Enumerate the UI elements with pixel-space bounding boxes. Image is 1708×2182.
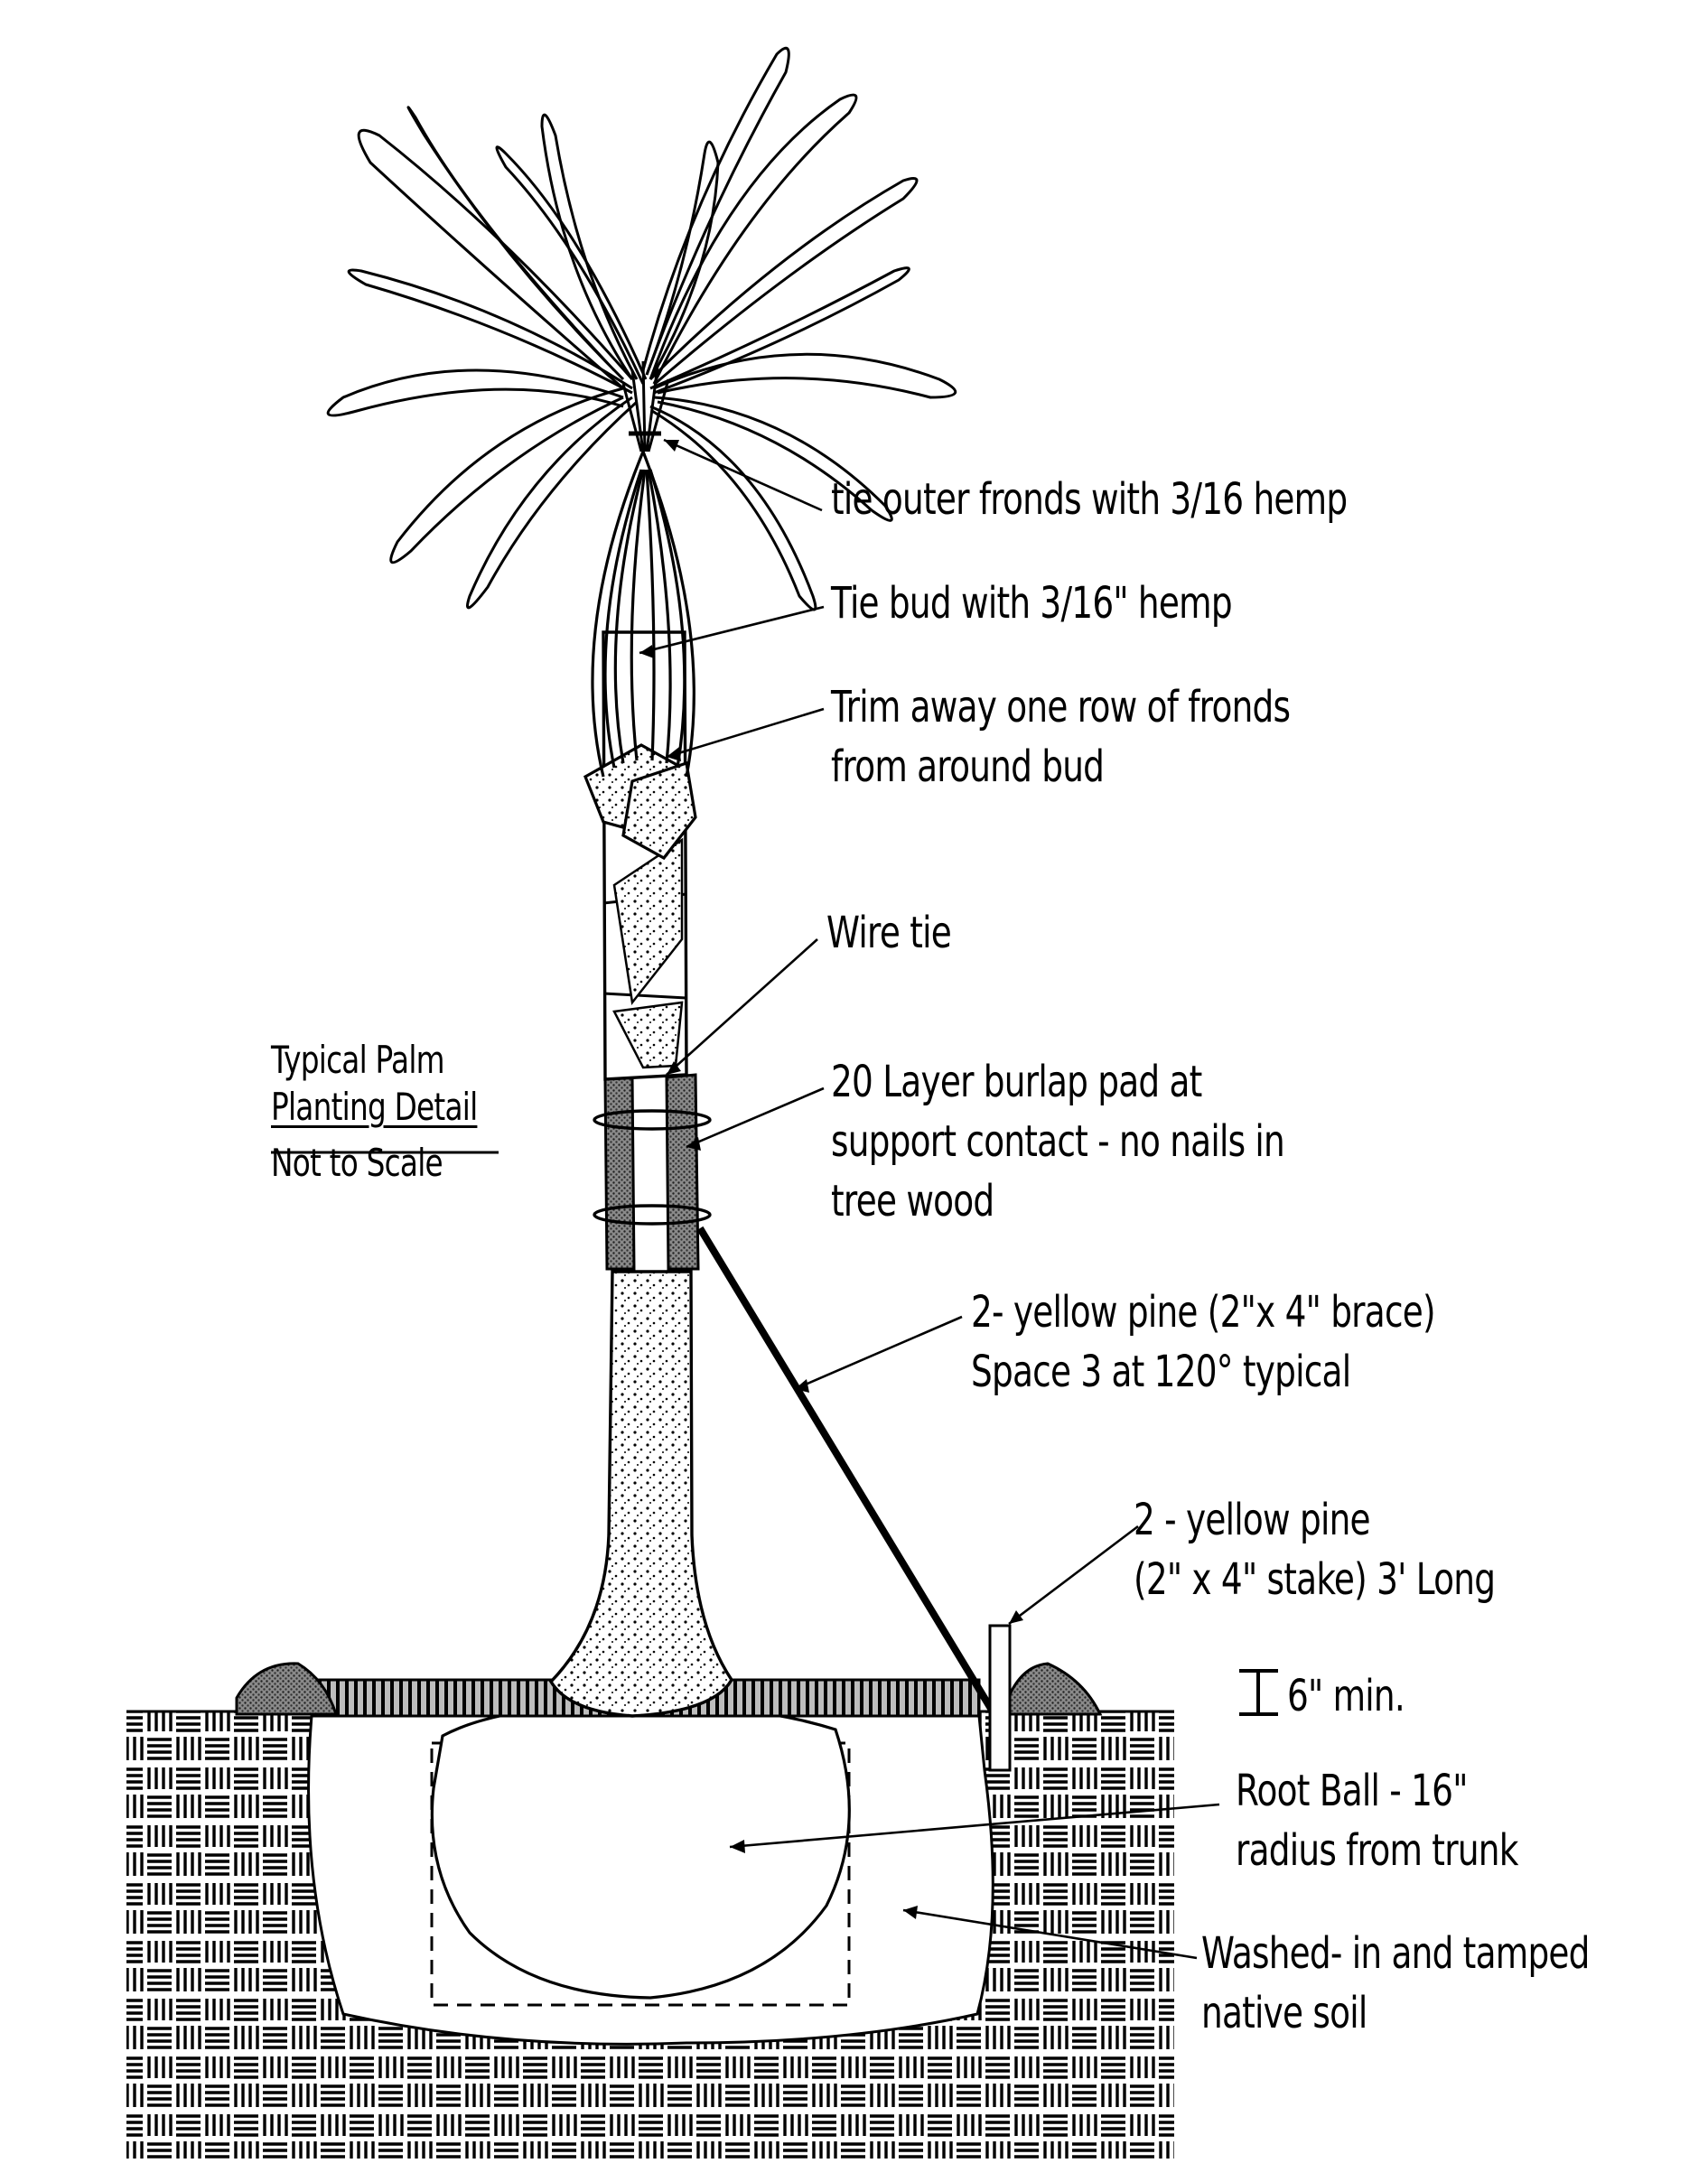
label-native-soil: Washed- in and tamped native soil [1201,1928,1590,2038]
label-min-depth: 6" min. [1287,1671,1405,1721]
detail-title-block: Typical Palm Planting Detail Not to Scal… [271,1037,478,1187]
label-trim-fronds: Trim away one row of fronds from around … [831,682,1291,792]
label-tie-bud: Tie bud with 3/16" hemp [831,578,1233,629]
frond-tie-cluster [621,360,670,452]
support-brace-and-stake [696,1226,1012,1772]
trimmed-frond-boots [583,743,697,861]
leader-arrowheads [639,440,1023,1919]
label-brace: 2- yellow pine (2"x 4" brace) Space 3 at… [971,1287,1436,1397]
palm-trunk [548,630,733,1718]
label-root-ball: Root Ball - 16" radius from trunk [1236,1766,1518,1876]
label-burlap-pad: 20 Layer burlap pad at support contact -… [831,1057,1285,1226]
label-tie-outer-fronds: tie outer fronds with 3/16 hemp [831,474,1348,525]
title-line-2: Planting Detail [271,1085,478,1129]
depth-dimension-mark [1239,1669,1278,1716]
label-wire-tie: Wire tie [826,908,952,958]
title-line-3: Not to Scale [271,1141,443,1185]
label-stake: 2 - yellow pine (2" x 4" stake) 3' Long [1134,1495,1496,1605]
tied-bud [591,447,695,778]
leader-lines [639,438,1220,1960]
title-line-1: Typical Palm [271,1038,445,1082]
